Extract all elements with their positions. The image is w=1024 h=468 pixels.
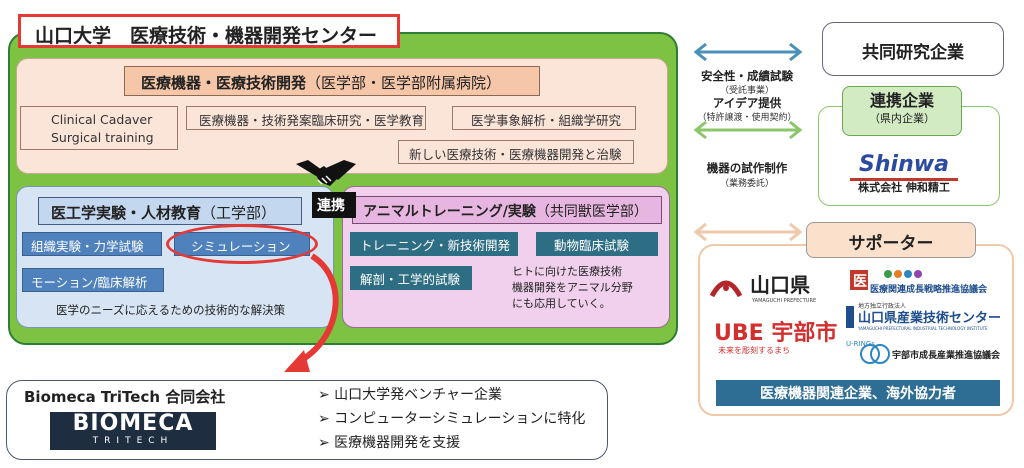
- partners-bar: 医療機器関連企業、海外協力者: [716, 380, 1000, 406]
- engineering-heading-bold: 医工学実験・人材教育: [51, 204, 202, 222]
- svg-text:医: 医: [853, 274, 867, 290]
- idea-sub: （特許譲渡・使用契約）: [697, 113, 797, 123]
- shinwa-logo-mark: Shinwa: [850, 152, 958, 181]
- training-box: トレーニング・新技術開発: [350, 232, 518, 256]
- new-tech-box: 新しい医療技術・医療機器開発と治験: [398, 140, 634, 164]
- animal-clinical-box: 動物臨床試験: [536, 232, 658, 256]
- device-research-box: 医療機器・技術発案臨床研究・医学教育: [186, 106, 426, 130]
- ube-city-logo: UBE 宇部市 未来を彫刻するまち: [714, 320, 837, 355]
- biomeca-bullet: ➢ 医療機器開発を支援: [318, 435, 461, 451]
- medical-council-name: 医療関連成長戦略推進協議会: [870, 283, 988, 295]
- biomeca-logo: BIOMECA TRITECH: [50, 412, 216, 450]
- red-arrow-icon: [284, 253, 339, 372]
- animal-heading-dept: （共同獣医学部）: [535, 204, 648, 220]
- cadaver-line-1: Clinical Cadaver: [51, 112, 153, 127]
- yamaguchi-pref-logo: 山口県 YAMAGUCHI PREFECTURE: [709, 273, 816, 304]
- partner-company-sub: （県内企業）: [869, 112, 935, 125]
- biomeca-bullet: ➢ コンピューターシミュレーションに特化: [318, 411, 586, 427]
- shinwa-company-name: 株式会社 伸和精工: [858, 181, 950, 194]
- prototype-label: 機器の試作制作: [706, 161, 788, 175]
- uring-mark: U-RINGs: [846, 340, 875, 348]
- shinwa-logo: Shinwa 株式会社 伸和精工: [850, 152, 958, 196]
- medical-council-logo: 医 医療関連成長戦略推進協議会: [850, 270, 988, 295]
- ube-city-slogan: 未来を彫刻するまち: [718, 345, 790, 355]
- partner-company-label: 連携企業: [869, 91, 934, 110]
- safety-test-label: 安全性・成績試験: [701, 69, 793, 83]
- engineering-heading: 医工学実験・人材教育（工学部）: [38, 197, 302, 225]
- handshake-icon: [296, 160, 356, 186]
- forensic-research-box: 医学事象解析・組織学研究: [452, 106, 636, 130]
- biomeca-logo-sub: TRITECH: [92, 436, 174, 446]
- industry-center-en: YAMAGUCHI PREFECTURAL INDUSTRIAL TECHNOL…: [857, 326, 988, 331]
- medical-device-heading-bold: 医療機器・医療技術開発: [141, 74, 307, 92]
- uring-name: 宇部市成長産業推進協議会: [892, 349, 1001, 361]
- relationship-arrows-icon: [693, 42, 803, 242]
- motion-analysis-box: モーション/臨床解析: [22, 268, 164, 292]
- industry-center-name: 山口県産業技術センター: [858, 310, 1001, 326]
- uring-logo: U-RINGs 宇部市成長産業推進協議会: [846, 340, 1001, 364]
- yamaguchi-pref-en: YAMAGUCHI PREFECTURE: [751, 298, 816, 304]
- prototype-sub: （業務委託）: [719, 179, 774, 189]
- safety-test-sub: （受託事業）: [719, 86, 774, 96]
- supporter-title: サポーター: [806, 222, 976, 258]
- biomeca-logo-main: BIOMECA: [72, 411, 194, 436]
- main-title: 山口大学 医療技術・機器開発センター: [18, 14, 400, 48]
- human-dev-text: ヒトに向けた医療技術 機器開発をアニマル分野 にも応用していく。: [506, 262, 642, 316]
- human-dev-line-2: 機器開発をアニマル分野: [512, 281, 633, 294]
- biomeca-company-name: Biomeca TriTech 合同会社: [24, 388, 226, 406]
- biomeca-bullet: ➢ 山口大学発ベンチャー企業: [318, 387, 503, 403]
- industry-center-org-type: 地方独立行政法人: [858, 302, 906, 310]
- yamaguchi-pref-name: 山口県: [750, 273, 810, 297]
- human-dev-line-3: にも応用していく。: [512, 297, 611, 310]
- medical-device-heading-dept: （医学部・医学部附属病院）: [306, 74, 502, 92]
- medical-device-heading: 医療機器・医療技術開発（医学部・医学部附属病院）: [124, 66, 540, 96]
- animal-heading: アニマルトレーニング/実験（共同獣医学部）: [352, 196, 662, 224]
- ube-city-name: UBE 宇部市: [714, 320, 837, 346]
- joint-research-box: 共同研究企業: [822, 22, 1004, 76]
- animal-heading-bold: アニマルトレーニング/実験: [363, 204, 536, 220]
- cadaver-line-2: Surgical training: [51, 130, 154, 145]
- simulation-highlight-circle: [166, 224, 318, 264]
- renkei-label: 連携: [312, 192, 356, 218]
- human-dev-line-1: ヒトに向けた医療技術: [512, 265, 622, 278]
- dissection-box: 解剖・工学的試験: [350, 266, 472, 290]
- idea-label: アイデア提供: [712, 96, 782, 110]
- partner-company-title: 連携企業 （県内企業）: [842, 86, 962, 136]
- mechanics-test-box: 組織実験・力学試験: [22, 232, 162, 256]
- industry-center-logo: 地方独立行政法人 山口県産業技術センター YAMAGUCHI PREFECTUR…: [846, 302, 1001, 331]
- engineering-heading-dept: （工学部）: [201, 204, 277, 222]
- engineering-needs-text: 医学のニーズに応えるための技術的な解決策: [56, 302, 285, 324]
